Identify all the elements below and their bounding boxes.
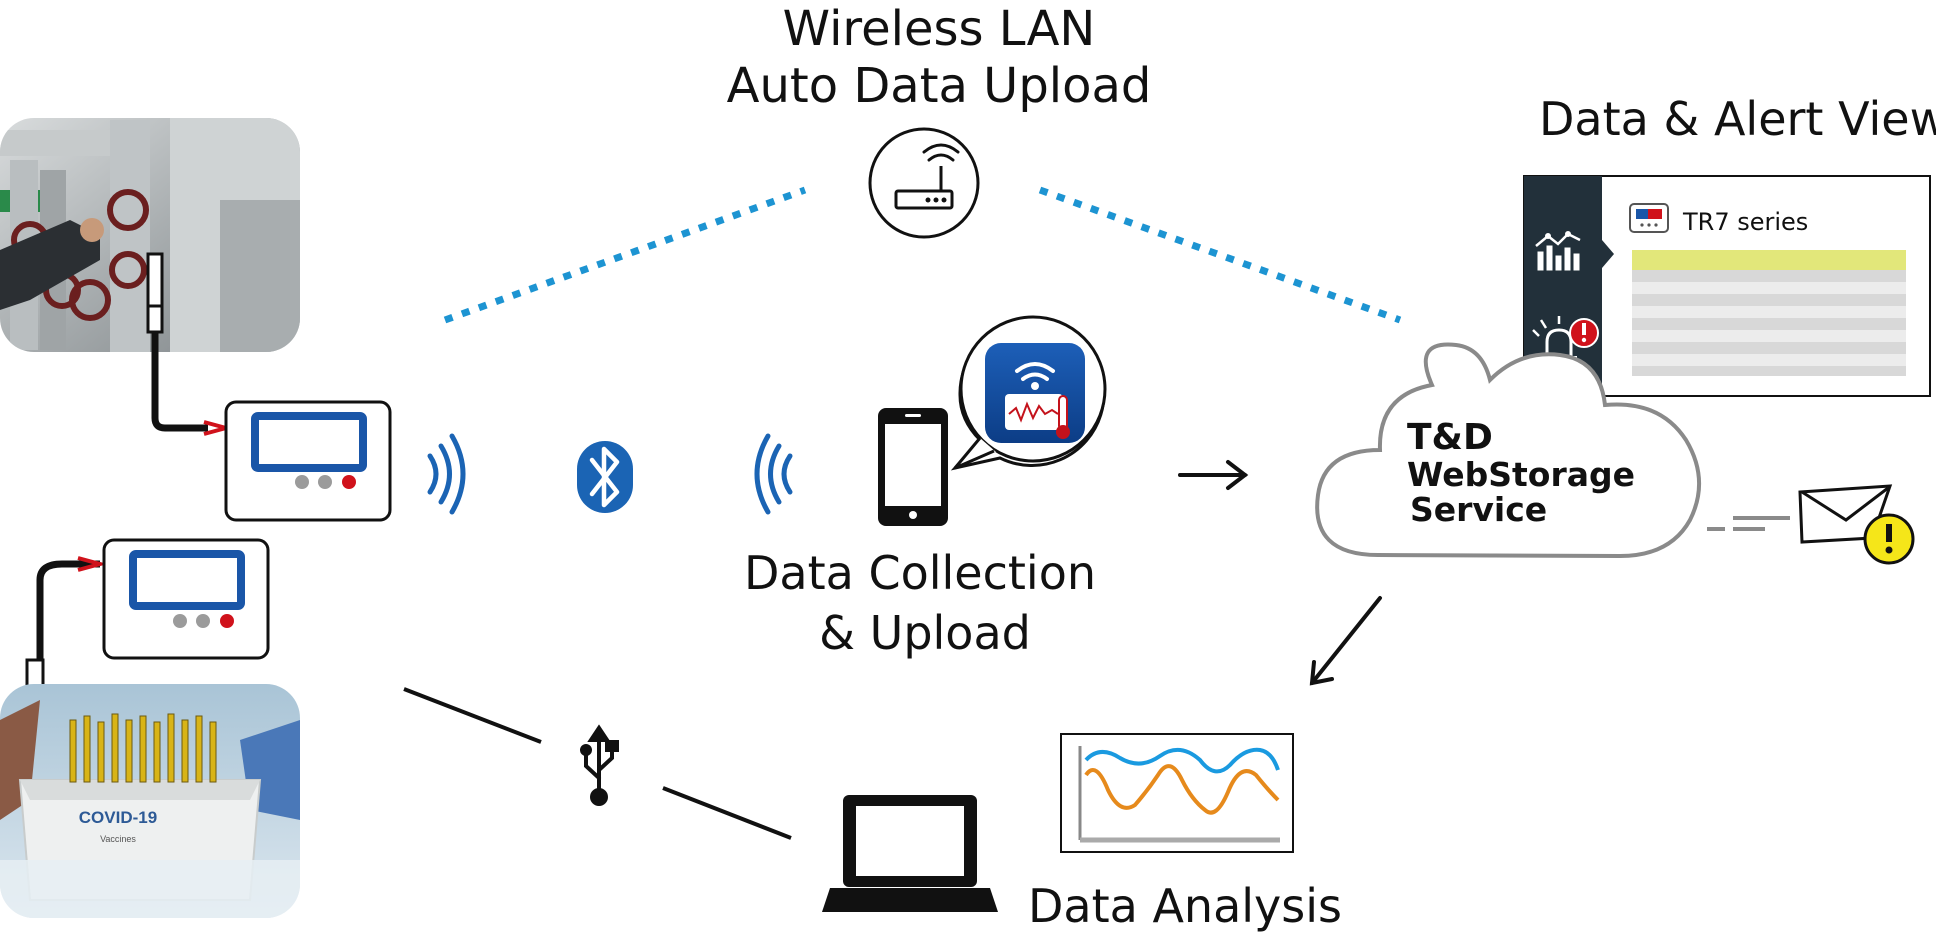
data-logger-2 [102, 538, 270, 660]
vaccine-photo: COVID-19 Vaccines [0, 684, 300, 918]
bar-graph-icon [1535, 231, 1581, 271]
collection-label-line1: Data Collection [744, 546, 1096, 600]
usb-icon [580, 724, 619, 806]
data-alert-view-label: Data & Alert View [1539, 92, 1936, 146]
analysis-chart-thumbnail [1060, 733, 1294, 853]
cloud-label-line2: WebStorage [1407, 455, 1635, 494]
plant-photo [0, 118, 300, 352]
device-series-label: TR7 series [1682, 208, 1808, 236]
device-icon [1629, 203, 1669, 233]
usb-link-right [662, 786, 792, 840]
cloud-label-line1: T&D [1407, 417, 1493, 458]
data-analysis-label: Data Analysis [1028, 879, 1342, 933]
laptop-icon [822, 795, 998, 912]
vaccine-box-label: COVID-19 [79, 808, 157, 827]
usb-link-left [403, 687, 542, 744]
probe-cable-2 [36, 560, 100, 666]
arrow-to-analysis [1309, 596, 1382, 686]
smartphone-icon [878, 408, 948, 526]
email-alert-icon [1707, 484, 1915, 565]
dashboard-panel: TR7 series [1523, 175, 1931, 397]
arrow-to-cloud [1178, 460, 1249, 490]
wifi-link-left [443, 186, 807, 324]
signal-waves-out [427, 433, 466, 515]
collection-label-line2: & Upload [819, 606, 1031, 660]
wireless-label-line2: Auto Data Upload [727, 58, 1152, 114]
bluetooth-icon [577, 441, 633, 513]
wifi-router-icon [868, 127, 980, 239]
webstorage-cloud: T&D WebStorage Service [1315, 342, 1701, 559]
probe-cable [151, 332, 208, 432]
signal-waves-in [754, 433, 793, 515]
data-logger-1 [224, 400, 392, 522]
wireless-label-line1: Wireless LAN [783, 1, 1096, 57]
cloud-label-line3: Service [1410, 490, 1547, 529]
vaccine-box-sublabel: Vaccines [100, 834, 136, 844]
wifi-link-right [1038, 186, 1402, 324]
thermometer-app-icon [985, 343, 1085, 443]
